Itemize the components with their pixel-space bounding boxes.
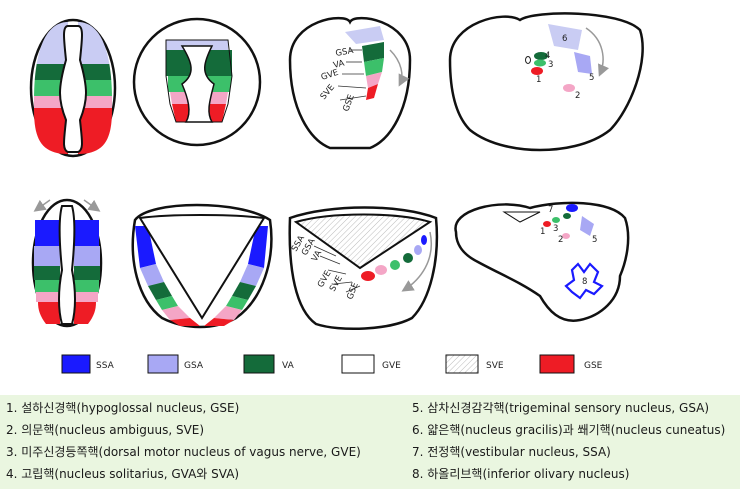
brainstem-development-diagram: GSA VA GVE SVE GSE 6 4 3 1 2 5	[0, 0, 740, 395]
neural-tube-panel-bottom	[31, 198, 103, 328]
legend-swatch-ssa	[61, 354, 91, 374]
caption-2-ambiguus: 2. 의문핵(nucleus ambiguus, SVE)	[6, 423, 205, 437]
cross-section-round-top	[132, 17, 262, 147]
legend-label-gsa: GSA	[184, 361, 204, 371]
caption-6-gracilis-cuneatus: 6. 얇은핵(nucleus gracilis)과 쐐기핵(nucleus cu…	[412, 423, 726, 437]
legend-label-va: VA	[282, 361, 295, 371]
nucleus-num-4: 4	[545, 51, 550, 61]
nucleus-num-8-bottom: 8	[582, 277, 587, 287]
legend-swatch-va	[243, 354, 275, 374]
nucleus-num-1: 1	[536, 75, 541, 85]
legend-label-gse: GSE	[584, 361, 603, 371]
caption-4-solitarius: 4. 고립핵(nucleus solitarius, GVA와 SVA)	[6, 467, 240, 481]
legend: SSA GSA VA GVE SVE GSE	[61, 354, 603, 374]
nucleus-num-3-bottom: 3	[553, 224, 558, 234]
nucleus-num-3: 3	[548, 60, 553, 70]
legend-swatch-gsa	[147, 354, 179, 374]
cross-section-opened-bottom	[131, 203, 273, 329]
caption-7-vestibular: 7. 전정핵(vestibular nucleus, SSA)	[412, 445, 611, 459]
cross-section-medulla-top: GSA VA GVE SVE GSE	[288, 16, 412, 150]
cross-section-adult-medulla-bottom: 7 1 3 2 5 8	[454, 201, 630, 322]
legend-label-sve: SVE	[486, 361, 504, 371]
nucleus-num-2: 2	[575, 91, 580, 101]
legend-label-ssa: SSA	[96, 361, 115, 371]
cross-section-adult-medulla-top: 6 4 3 1 2 5	[448, 12, 644, 152]
caption-3-dorsal-vagus: 3. 미주신경등쪽핵(dorsal motor nucleus of vagus…	[6, 445, 361, 459]
label-va-b: VA	[310, 249, 324, 264]
cross-section-trapezoid-bottom: SSA GSA VA GVE SVE GSE	[288, 206, 439, 331]
nucleus-num-5-bottom: 5	[592, 235, 597, 245]
nucleus-num-5: 5	[589, 73, 594, 83]
caption-1-hypoglossal: 1. 설하신경핵(hypoglossal nucleus, GSE)	[6, 401, 240, 415]
nucleus-num-2-bottom: 2	[558, 235, 563, 245]
label-gsa: GSA	[335, 46, 355, 59]
caption-5-trigeminal: 5. 삼차신경감각핵(trigeminal sensory nucleus, G…	[412, 401, 710, 415]
caption-8-inferior-olivary: 8. 하올리브핵(inferior olivary nucleus)	[412, 467, 630, 481]
nucleus-num-6: 6	[562, 34, 567, 44]
nucleus-num-1-bottom: 1	[540, 227, 545, 237]
label-va: VA	[332, 58, 345, 70]
legend-swatch-gse	[539, 354, 575, 374]
legend-swatch-gve	[341, 354, 375, 374]
nucleus-num-7-bottom: 7	[548, 205, 553, 215]
neural-tube-panel-top	[29, 18, 117, 158]
legend-swatch-sve	[445, 354, 479, 374]
legend-label-gve: GVE	[382, 361, 401, 371]
